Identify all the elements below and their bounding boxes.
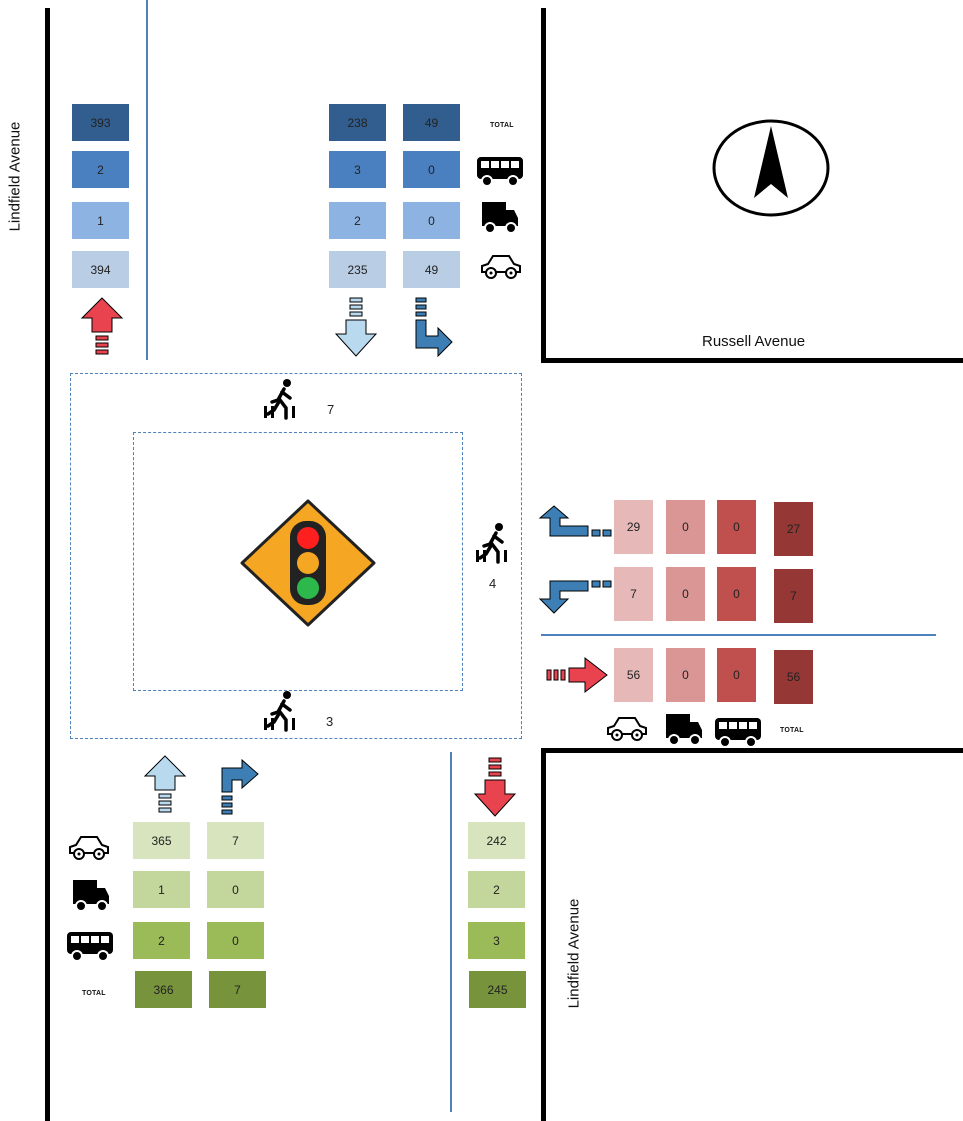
north-through-bus: 3 xyxy=(329,151,386,188)
pedestrian-north-count: 7 xyxy=(327,402,335,417)
north-left-truck: 0 xyxy=(403,202,460,239)
car-icon xyxy=(481,255,521,279)
north-through-total: 238 xyxy=(329,104,386,141)
pedestrian-east-icon xyxy=(476,523,507,564)
north-outbound-arrow-icon xyxy=(80,297,124,355)
east-outbound-total: 56 xyxy=(774,650,813,704)
traffic-signal-icon xyxy=(240,499,376,627)
east-block-north-edge-horizontal xyxy=(541,358,963,363)
east-outbound-arrow-icon xyxy=(546,656,608,694)
bus-icon xyxy=(67,932,113,962)
north-total-label: TOTAL xyxy=(490,122,514,129)
south-road-label: Lindfield Avenue xyxy=(565,898,583,1009)
south-through-truck: 1 xyxy=(133,871,190,908)
north-left-total: 49 xyxy=(403,104,460,141)
pedestrian-south-icon xyxy=(264,691,295,732)
intersection-outer-box xyxy=(70,373,522,739)
south-lane-divider xyxy=(450,752,452,1112)
north-outbound-truck: 1 xyxy=(72,202,129,239)
east-block-south-edge-vertical xyxy=(541,748,546,1121)
south-right-car: 7 xyxy=(207,822,264,859)
east-block-north-edge-vertical xyxy=(541,8,546,363)
south-total-label: TOTAL xyxy=(82,990,106,997)
south-outbound-car: 242 xyxy=(468,822,525,859)
north-through-arrow-icon xyxy=(334,297,378,357)
north-lane-divider xyxy=(146,0,148,360)
truck-icon xyxy=(666,714,702,746)
east-road-label: Russell Avenue xyxy=(702,333,806,350)
south-through-bus: 2 xyxy=(133,922,190,959)
north-through-truck: 2 xyxy=(329,202,386,239)
south-through-arrow-icon xyxy=(143,755,187,813)
bus-icon xyxy=(477,157,523,187)
south-right-truck: 0 xyxy=(207,871,264,908)
east-right-total: 27 xyxy=(774,502,813,556)
east-right-car: 29 xyxy=(614,500,653,554)
east-lane-divider xyxy=(541,634,936,636)
east-left-bus: 0 xyxy=(717,567,756,621)
car-icon xyxy=(607,717,647,741)
north-left-car: 49 xyxy=(403,251,460,288)
south-right-arrow-icon xyxy=(221,758,259,815)
pedestrian-north-icon xyxy=(264,379,295,420)
car-icon xyxy=(69,836,109,860)
north-outbound-total: 393 xyxy=(72,104,129,141)
east-outbound-truck: 0 xyxy=(666,648,705,702)
north-left-bus: 0 xyxy=(403,151,460,188)
north-through-car: 235 xyxy=(329,251,386,288)
south-outbound-truck: 2 xyxy=(468,871,525,908)
east-right-bus: 0 xyxy=(717,500,756,554)
east-left-car: 7 xyxy=(614,567,653,621)
west-road-label: Lindfield Avenue xyxy=(6,121,24,232)
east-outbound-car: 56 xyxy=(614,648,653,702)
truck-icon xyxy=(73,880,109,912)
truck-icon xyxy=(482,202,518,234)
east-block-south-edge-horizontal xyxy=(541,748,963,753)
bus-icon xyxy=(715,718,761,748)
west-road-edge xyxy=(45,8,50,1121)
east-left-total: 7 xyxy=(774,569,813,623)
south-outbound-arrow-icon xyxy=(473,757,517,817)
south-through-total: 366 xyxy=(135,971,192,1008)
pedestrian-south-count: 3 xyxy=(326,714,334,729)
east-right-arrow-icon xyxy=(538,505,612,537)
east-outbound-bus: 0 xyxy=(717,648,756,702)
north-outbound-bus: 2 xyxy=(72,151,129,188)
south-outbound-bus: 3 xyxy=(468,922,525,959)
north-outbound-car: 394 xyxy=(72,251,129,288)
south-right-total: 7 xyxy=(209,971,266,1008)
east-left-truck: 0 xyxy=(666,567,705,621)
north-arrow-icon xyxy=(712,119,830,217)
east-left-arrow-icon xyxy=(538,580,612,614)
south-through-car: 365 xyxy=(133,822,190,859)
east-right-truck: 0 xyxy=(666,500,705,554)
intersection-inner-box xyxy=(133,432,463,691)
south-right-bus: 0 xyxy=(207,922,264,959)
north-left-arrow-icon xyxy=(415,297,453,358)
pedestrian-east-count: 4 xyxy=(489,576,497,591)
east-total-label: TOTAL xyxy=(780,727,804,734)
south-outbound-total: 245 xyxy=(469,971,526,1008)
